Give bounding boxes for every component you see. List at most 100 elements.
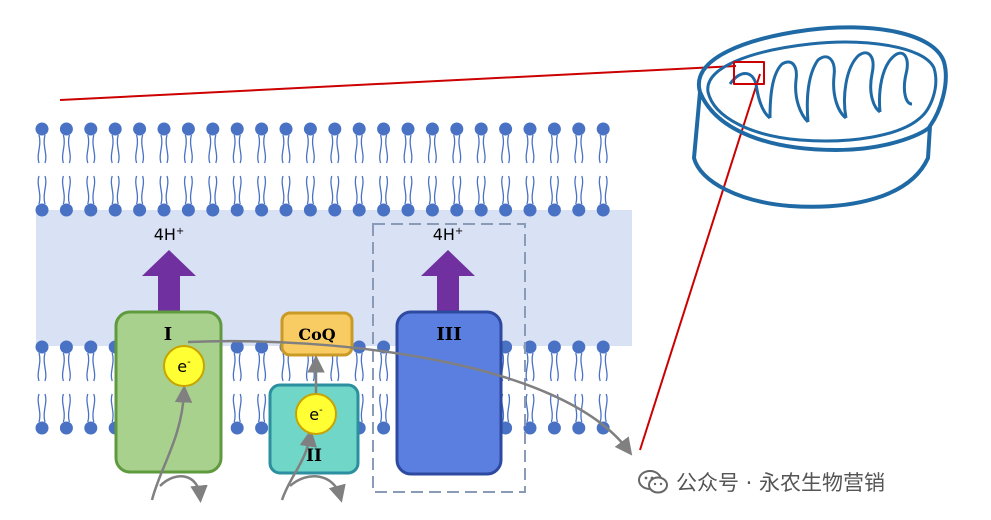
lipid-tail <box>189 134 193 164</box>
electron-path-in-I <box>150 385 193 501</box>
lipid-head <box>279 122 293 136</box>
lipid-head <box>572 203 586 217</box>
lipid-tail <box>116 134 120 164</box>
lipid-tail <box>482 134 486 164</box>
lipid-head <box>59 421 73 435</box>
lipid-tail <box>183 175 187 205</box>
lipid-tail <box>336 134 340 164</box>
lipid-tail <box>92 134 96 164</box>
lipid-tail <box>385 352 389 382</box>
lipid-tail <box>238 134 242 164</box>
lipid-tail <box>86 352 90 382</box>
lipid-head <box>523 122 537 136</box>
lipid-tail <box>67 352 71 382</box>
lipid-tail <box>580 175 584 205</box>
lipid-tail <box>604 393 608 423</box>
complex-III <box>395 310 503 476</box>
lipid-head <box>255 421 269 435</box>
lipid-head <box>547 122 561 136</box>
lipid-tail <box>385 393 389 423</box>
lipid-head <box>59 122 73 136</box>
lipid-tail <box>354 175 358 205</box>
complex-III-dashed-box <box>372 223 526 493</box>
lipid-tail <box>305 175 309 205</box>
lipid-head <box>547 421 561 435</box>
lipid-tail <box>409 175 413 205</box>
electron-path-main <box>187 339 633 456</box>
lipid-tail <box>43 393 47 423</box>
lipid-tail <box>141 175 145 205</box>
lipid-tail <box>598 175 602 205</box>
lipid-head <box>59 340 73 354</box>
lipid-head <box>547 340 561 354</box>
lipid-tail <box>232 134 236 164</box>
watermark: 公众号 · 永农生物营销 <box>638 466 885 498</box>
electron-I-label: e- <box>177 357 191 376</box>
lipid-head <box>523 203 537 217</box>
lipid-tail <box>165 175 169 205</box>
lipid-tail <box>501 134 505 164</box>
lipid-head <box>133 203 147 217</box>
lipid-tail <box>86 393 90 423</box>
lipid-head <box>596 340 610 354</box>
lipid-head <box>401 203 415 217</box>
proton-label-I: 4H+ <box>154 225 185 244</box>
lipid-tail <box>336 352 340 382</box>
lipid-head <box>157 203 171 217</box>
lipid-tail <box>110 393 114 423</box>
lipid-tail <box>43 175 47 205</box>
lipid-tail <box>92 393 96 423</box>
lipid-tail <box>476 134 480 164</box>
lipid-head <box>303 122 317 136</box>
lipid-head <box>279 203 293 217</box>
lipid-tail <box>580 352 584 382</box>
lipid-tail <box>476 175 480 205</box>
zoom-line-top <box>59 65 737 101</box>
lipid-tail <box>336 175 340 205</box>
lipid-tail <box>379 352 383 382</box>
lipid-head <box>377 203 391 217</box>
lipid-head <box>352 203 366 217</box>
lipid-tail <box>507 352 511 382</box>
lipid-tail <box>525 393 529 423</box>
lipid-tail <box>305 352 309 382</box>
lipid-tail <box>525 175 529 205</box>
lipid-head <box>523 340 537 354</box>
lipid-tail <box>604 134 608 164</box>
lipid-head <box>230 203 244 217</box>
lipid-tail <box>263 352 267 382</box>
proton-label-III: 4H+ <box>433 225 464 244</box>
lipid-head <box>425 203 439 217</box>
lipid-tail <box>37 175 41 205</box>
lipid-head <box>59 203 73 217</box>
lipid-tail <box>403 134 407 164</box>
lipid-head <box>572 340 586 354</box>
lipid-tail <box>379 393 383 423</box>
lipid-head <box>328 203 342 217</box>
lipid-tail <box>555 175 559 205</box>
lipid-tail <box>257 134 261 164</box>
lipid-tail <box>208 134 212 164</box>
proton-arrow-I <box>142 250 196 312</box>
lipid-tail <box>110 175 114 205</box>
lipid-tail <box>385 134 389 164</box>
lipid-head <box>230 340 244 354</box>
lipid-tail <box>208 175 212 205</box>
lipid-tail <box>531 134 535 164</box>
lipid-head <box>84 340 98 354</box>
lipid-tail <box>214 134 218 164</box>
electron-II <box>295 393 337 435</box>
mitochondrion-icon <box>692 25 948 209</box>
lipid-tail <box>159 175 163 205</box>
lipid-head <box>352 122 366 136</box>
lipid-tail <box>555 393 559 423</box>
lipid-head <box>84 122 98 136</box>
lipid-head <box>181 122 195 136</box>
lipid-head <box>181 203 195 217</box>
lipid-tail <box>598 134 602 164</box>
lipid-tail <box>549 352 553 382</box>
lipid-tail <box>555 352 559 382</box>
lipid-head <box>523 421 537 435</box>
